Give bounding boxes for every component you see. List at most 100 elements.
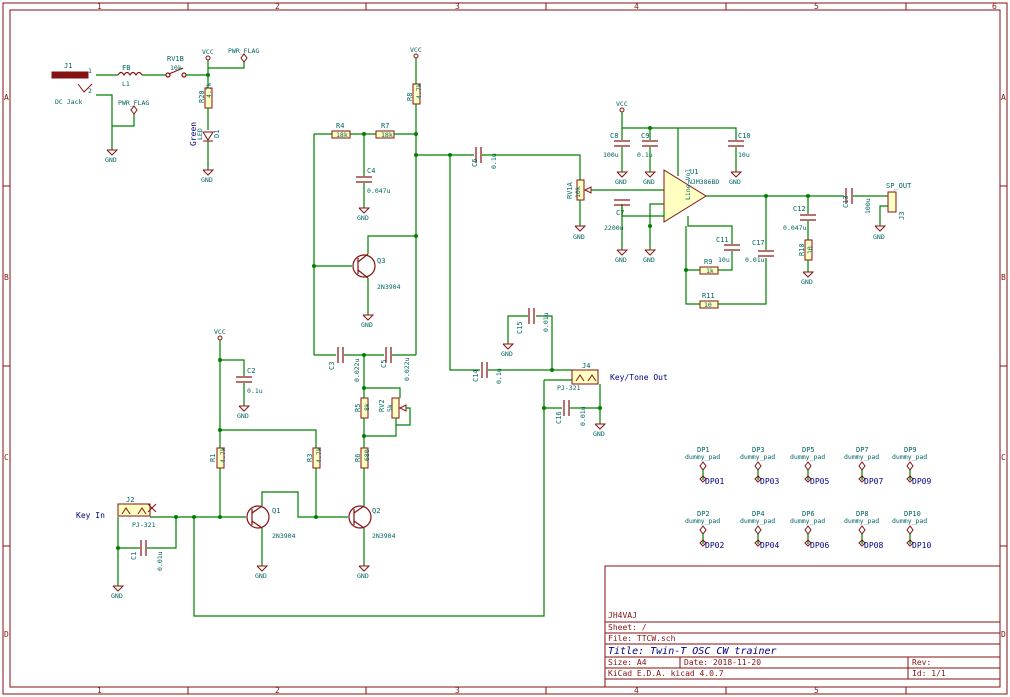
dummy-pad-net-flag [699, 475, 707, 483]
capacitor-c8: C8 100u [603, 132, 630, 159]
gnd-label-j3: GND [873, 233, 885, 241]
dummy-pad-value: dummy_pad [740, 453, 775, 461]
pwr-flag-label-2: PWR_FLAG [118, 99, 149, 107]
r6-value: 680 [363, 449, 371, 461]
capacitor-c14: C14 0.1u [472, 362, 503, 384]
c8-ref: C8 [610, 132, 618, 140]
capacitor-c3: C3 0.022u [328, 347, 361, 382]
dummy-pad-symbol [858, 461, 866, 471]
dummy-pad-net-flag [754, 475, 762, 483]
dummy-pad-symbol [906, 525, 914, 535]
gnd-label-q1: GND [255, 572, 267, 580]
dummy-pad-ref: DP5 [802, 446, 815, 454]
q2-ref: Q2 [372, 507, 380, 515]
c9-ref: C9 [641, 132, 649, 140]
dummy-pad-value: dummy_pad [685, 517, 720, 525]
resistor-r20: R20 4.7k [198, 82, 213, 109]
u1-body-text: Line Vol [684, 169, 692, 200]
pwr-flag-2: PWR_FLAG [118, 99, 149, 115]
green-label: Green [189, 122, 198, 146]
gnd-symbol-j2: GND [111, 585, 125, 600]
rv1a-value: 10k [574, 186, 582, 198]
r9-ref: R9 [704, 258, 712, 266]
j1-pin2: 2 [88, 87, 92, 95]
gnd-label-c7: GND [615, 256, 627, 264]
vcc-label-4: VCC [616, 100, 628, 108]
pwr-flag-label-1: PWR_FLAG [228, 47, 259, 55]
resistor-r10: R10 10 [798, 239, 814, 261]
title-file: File: TTCW.sch [608, 634, 676, 643]
gnd-symbol-c7: GND [615, 249, 629, 264]
c15-ref: C15 [516, 321, 524, 334]
r1-value: 4.7k [219, 447, 227, 463]
gnd-symbol-rv1a: GND [573, 225, 587, 241]
rv2-value: 5k [386, 404, 394, 412]
r8-ref: R8 [406, 93, 414, 101]
dummy-pad-net-label: DP03 [760, 477, 779, 486]
c10-value: 10u [738, 151, 750, 159]
dummy-pad-ref: DP2 [697, 510, 710, 518]
vcc-label-3: VCC [214, 328, 226, 336]
c11-ref: C11 [716, 236, 729, 244]
switch-rv1b: RV1B 10k [165, 55, 187, 78]
capacitor-c4: C4 0.047u [356, 167, 391, 195]
gnd-symbol-c8: GND [615, 171, 629, 186]
rv1a-ref: RV1A [566, 181, 574, 199]
c7-ref: C7 [616, 209, 624, 217]
dummy-pad-symbol [804, 461, 812, 471]
c11-value: 10u [718, 256, 730, 264]
key-tone-out-label: Key/Tone Out [610, 373, 668, 382]
resistor-r1: R1 4.7k [209, 447, 227, 469]
keying-section: VCC C2 0.1u GND R1 4.7k R3 4.7k [76, 328, 545, 617]
c17-value: 0.01u [745, 256, 765, 264]
resistor-r6: R6 680 [354, 447, 371, 469]
dummy-pad-ref: DP7 [856, 446, 869, 454]
row-label-a-right: A [1001, 93, 1006, 102]
gnd-symbol-j4: GND [593, 423, 607, 438]
dummy-pad-value: dummy_pad [844, 453, 879, 461]
row-label-d-left: D [4, 630, 9, 639]
dummy-pad-net-label: DP10 [912, 541, 931, 550]
dummy-pad-net-flag [754, 539, 762, 547]
r3-value: 4.7k [315, 447, 323, 463]
dummy-pad-net-flag [858, 539, 866, 547]
potentiometer-rv2: RV2 5k [378, 397, 407, 419]
resistor-r4: R4 18k [331, 122, 351, 139]
resistor-r3: R3 4.7k [306, 447, 323, 469]
gnd-label-c2: GND [237, 412, 249, 420]
capacitor-c12: C12 0.047u [783, 205, 816, 232]
gnd-symbol-c4: GND [357, 207, 371, 222]
capacitor-c2: C2 0.1u [236, 367, 263, 395]
pwr-flag-1: PWR_FLAG [208, 47, 259, 69]
resistor-r9: R9 1k [699, 258, 719, 275]
c2-ref: C2 [247, 367, 255, 375]
r4-ref: R4 [336, 122, 344, 130]
vcc-symbol-1: VCC [202, 48, 214, 61]
row-label-c-left: C [4, 453, 9, 462]
dummy-pad-net-label: DP07 [864, 477, 883, 486]
gnd-symbol-q2: GND [357, 565, 371, 580]
dc-jack-j1: J1 DC Jack 1 2 [51, 62, 93, 106]
c4-value: 0.047u [367, 187, 391, 195]
dummy-pad-ref: DP8 [856, 510, 869, 518]
rv1b-ref: RV1B [167, 55, 184, 63]
row-label-b-left: B [4, 273, 9, 282]
amplifier-u1: Line Vol U1 NJM386BD [663, 168, 719, 223]
gnd-label-q3: GND [361, 321, 373, 329]
col-label-4-top: 4 [634, 2, 639, 11]
c10-ref: C10 [738, 132, 751, 140]
title-sheet: Sheet: / [608, 623, 647, 632]
fb-ref: FB [122, 64, 130, 72]
dummy-pad-symbol [858, 525, 866, 535]
resistor-r8: R8 4.7k [406, 83, 423, 105]
vcc-symbol-4: VCC [616, 100, 628, 113]
dummy-pad-net-flag [804, 475, 812, 483]
c2-value: 0.1u [247, 387, 263, 395]
c13-ref: C13 [842, 195, 850, 208]
